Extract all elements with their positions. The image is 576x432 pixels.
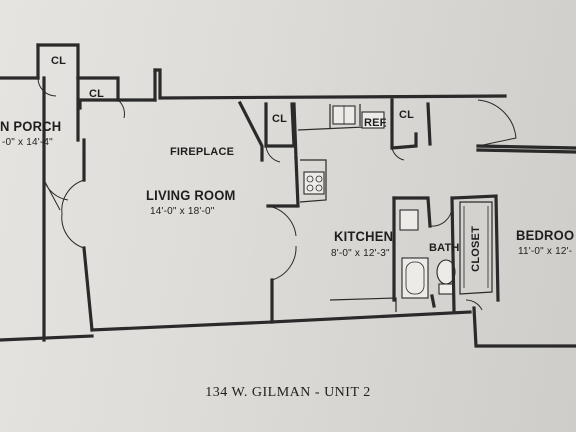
living-room-walls bbox=[76, 68, 507, 332]
door-swings bbox=[37, 77, 517, 311]
closet-label: CLOSET bbox=[470, 226, 482, 272]
closet-cl-label-1: CL bbox=[51, 55, 67, 67]
bath-label: BATH bbox=[429, 242, 460, 254]
closet-cl-label-4: CL bbox=[399, 109, 415, 121]
bedroom-walls bbox=[472, 144, 576, 348]
fireplace-and-closets bbox=[237, 98, 432, 162]
bedroom-label: BEDROO bbox=[516, 227, 575, 244]
living-room-label: LIVING ROOM bbox=[146, 187, 236, 204]
kitchen-dimensions: 8'-0" x 12'-3" bbox=[331, 248, 390, 259]
kitchen-walls bbox=[266, 156, 432, 324]
porch-walls bbox=[0, 43, 120, 342]
closet-cl-label-2: CL bbox=[89, 88, 105, 100]
porch-dimensions: -0" x 14'-4" bbox=[2, 137, 53, 148]
kitchen-label: KITCHEN bbox=[334, 228, 394, 245]
refrigerator-label: REF bbox=[364, 117, 387, 129]
closet-cl-label-3: CL bbox=[272, 113, 288, 125]
plan-title: 134 W. GILMAN - UNIT 2 bbox=[205, 385, 371, 400]
bath-and-closet-walls bbox=[399, 194, 500, 312]
living-room-dimensions: 14'-0" x 18'-0" bbox=[150, 206, 215, 217]
porch-label: N PORCH bbox=[0, 118, 62, 135]
bedroom-dimensions: 11'-0" x 12'- bbox=[518, 246, 573, 257]
fireplace-label: FIREPLACE bbox=[170, 146, 235, 158]
